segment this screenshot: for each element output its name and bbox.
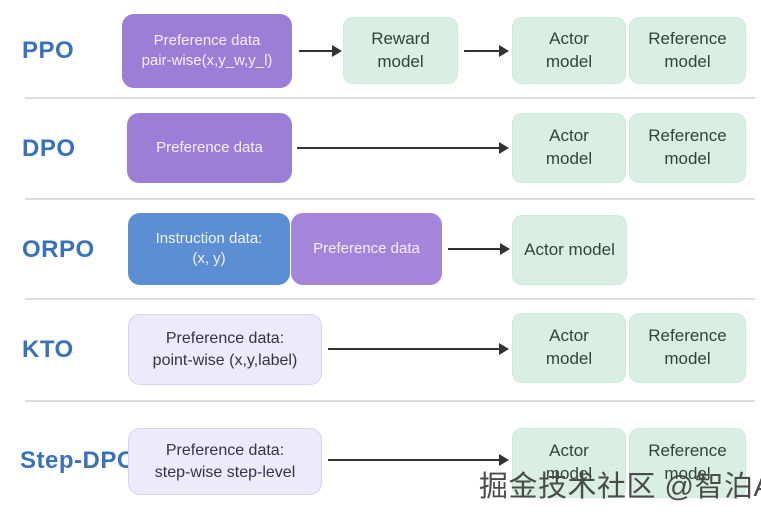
box-text-line: Actor: [549, 126, 589, 146]
box-text-line: Instruction data:: [155, 229, 263, 247]
ppo-actor-model-box: Actor model: [512, 17, 626, 84]
arrow-right: [448, 243, 510, 255]
box-text-line: Reference: [648, 28, 727, 48]
box-text-line: point-wise (x,y,label): [152, 351, 298, 369]
box-text-line: Preference data: [313, 239, 420, 257]
dpo-reference-model-box: Reference model: [629, 113, 746, 183]
row-label-dpo: DPO: [22, 135, 76, 162]
row-label-step-dpo: Step-DPO: [20, 447, 137, 474]
orpo-preference-data-box: Preference data: [291, 213, 442, 285]
box-text-line: model: [545, 149, 593, 168]
box-text-line: Actor model: [524, 239, 615, 259]
box-text-line: model: [545, 51, 593, 71]
box-text-line: model: [664, 51, 711, 71]
step-dpo-actor-model-box: Actor model: [512, 428, 626, 498]
row-label-ppo: PPO: [22, 37, 75, 64]
box-text-line: model: [545, 464, 593, 483]
box-text-line: Reference: [648, 126, 727, 146]
row-label-orpo: ORPO: [22, 236, 95, 263]
kto-preference-data-box: Preference data: point-wise (x,y,label): [128, 314, 322, 385]
box-text-line: Preference data: [153, 31, 261, 49]
orpo-actor-model-box: Actor model: [512, 215, 627, 285]
box-text-line: step-wise step-level: [154, 463, 296, 481]
step-dpo-preference-data-box: Preference data: step-wise step-level: [128, 428, 322, 495]
box-text-line: Reference: [648, 326, 727, 346]
row-divider: [25, 298, 755, 300]
box-text-line: Preference data: [156, 138, 263, 156]
step-dpo-reference-model-box: Reference model: [629, 428, 746, 498]
kto-reference-model-box: Reference model: [629, 313, 746, 383]
box-text-line: Preference data:: [165, 329, 285, 347]
ppo-reference-model-box: Reference model: [629, 17, 746, 84]
box-text-line: Reward: [371, 28, 430, 48]
box-text-line: Actor: [549, 326, 589, 346]
arrow-right: [328, 454, 509, 466]
dpo-actor-model-box: Actor model: [512, 113, 626, 183]
arrow-right: [299, 45, 342, 57]
row-label-kto: KTO: [22, 336, 74, 363]
row-divider: [25, 400, 755, 402]
box-text-line: model: [664, 464, 711, 483]
box-text-line: Preference data:: [165, 441, 285, 459]
dpo-preference-data-box: Preference data: [127, 113, 292, 183]
kto-actor-model-box: Actor model: [512, 313, 626, 383]
row-divider: [25, 198, 755, 200]
watermark-text: 掘金技术社区 @智泊AI: [479, 471, 761, 503]
box-text-line: (x, y): [192, 250, 226, 267]
ppo-preference-data-box: Preference data pair-wise(x,y_w,y_l): [122, 14, 292, 88]
box-text-line: model: [664, 149, 711, 168]
arrow-right: [297, 142, 509, 154]
orpo-instruction-data-box: Instruction data: (x, y): [128, 213, 290, 285]
ppo-reward-model-box: Reward model: [343, 17, 458, 84]
box-text-line: model: [377, 51, 424, 71]
box-text-line: Actor: [549, 441, 589, 461]
box-text-line: model: [664, 349, 711, 368]
arrow-right: [328, 343, 509, 355]
box-text-line: model: [545, 349, 593, 368]
arrow-right: [464, 45, 509, 57]
row-divider: [25, 97, 755, 99]
box-text-line: pair-wise(x,y_w,y_l): [141, 52, 273, 69]
box-text-line: Actor: [549, 28, 589, 48]
box-text-line: Reference: [648, 441, 727, 461]
